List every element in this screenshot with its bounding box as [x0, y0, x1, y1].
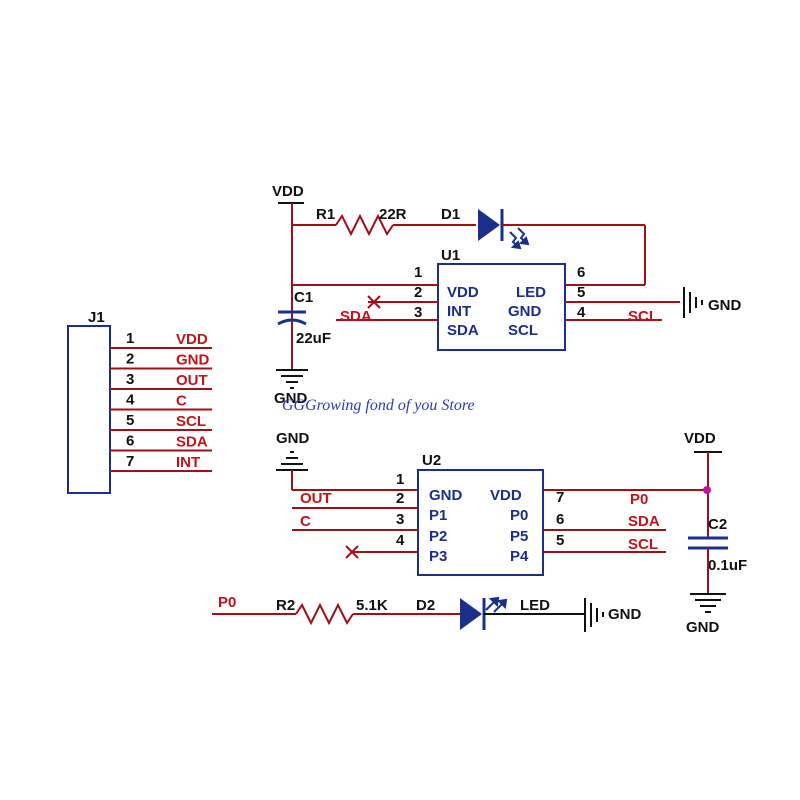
- d1-light-arrows-icon: [509, 227, 530, 250]
- r2-ref: R2: [276, 597, 295, 614]
- gnd-label-led: GND: [608, 606, 642, 623]
- ground-symbol-c2-icon: [690, 593, 726, 613]
- sda-net-right: SDA: [628, 513, 660, 530]
- u1-pin-vdd: VDD: [447, 284, 479, 301]
- u2-pin4-num: 4: [396, 532, 405, 549]
- j1-pin-number: 5: [126, 412, 134, 429]
- gnd-label-right: GND: [708, 297, 742, 314]
- scl-net-top: SCL: [628, 308, 658, 325]
- gnd-label-u2: GND: [276, 430, 310, 447]
- u1-pin4-num: 4: [577, 304, 586, 321]
- u2-pin-vdd: VDD: [490, 487, 522, 504]
- j1-pin-number: 7: [126, 453, 134, 470]
- resistor-r2: [295, 602, 354, 626]
- p0-net-led: P0: [218, 594, 236, 611]
- c1-value: 22uF: [296, 330, 331, 347]
- r1-ref: R1: [316, 206, 335, 223]
- d2-light-arrows-icon: [485, 596, 508, 613]
- d2-ref: D2: [416, 597, 435, 614]
- bottom-circuit: GND U2 GND P1 P2 P3 VDD P0 P5 P4 1 2 OUT…: [212, 430, 747, 636]
- j1-pin-rows: 1 VDD 2 GND 3 OUT 4 C 5 SCL 6 SDA 7 INT: [110, 330, 212, 472]
- u1-pin-scl: SCL: [508, 322, 538, 339]
- u2-pin3-num: 3: [396, 511, 404, 528]
- vdd-label-top: VDD: [272, 183, 304, 200]
- gnd-label-c1: GND: [274, 390, 308, 407]
- ground-symbol-c1-icon: [276, 369, 308, 389]
- r2-value: 5.1K: [356, 597, 388, 614]
- top-circuit: VDD R1 22R D1 U1 VDD INT SDA LED GND SCL: [272, 183, 742, 407]
- no-connect-p3-icon: [345, 545, 359, 559]
- c2-ref: C2: [708, 516, 727, 533]
- u1-pin-sda: SDA: [447, 322, 479, 339]
- j1-pin-net: C: [176, 393, 187, 410]
- u1-ref: U1: [441, 247, 460, 264]
- u1-pin-gnd: GND: [508, 303, 542, 320]
- u2-pin2-num: 2: [396, 490, 404, 507]
- r1-value: 22R: [379, 206, 407, 223]
- c2-value: 0.1uF: [708, 557, 747, 574]
- u2-pin5-num: 5: [556, 532, 564, 549]
- led-label: LED: [520, 597, 550, 614]
- store-watermark: GGGrowing fond of you Store: [282, 397, 475, 414]
- j1-pin-number: 2: [126, 351, 134, 368]
- j1-pin-number: 4: [126, 392, 135, 409]
- gnd-label-c2: GND: [686, 619, 720, 636]
- scl-net-right: SCL: [628, 536, 658, 553]
- c1-ref: C1: [294, 289, 313, 306]
- u1-pin3-num: 3: [414, 304, 422, 321]
- u1-pin1-num: 1: [414, 264, 422, 281]
- u2-pin-gnd: GND: [429, 487, 463, 504]
- j1-pin-net: VDD: [176, 331, 208, 348]
- connector-j1: J1: [67, 309, 111, 494]
- j1-pin-net: SDA: [176, 434, 208, 451]
- ground-symbol-right-icon: [683, 287, 703, 318]
- j1-pin-net: INT: [176, 454, 200, 471]
- junction-dot: [703, 486, 711, 494]
- d1-ref: D1: [441, 206, 460, 223]
- u2-pin-p3: P3: [429, 548, 447, 565]
- c1-plate-bottom: [277, 318, 307, 326]
- no-connect-int-icon: [367, 295, 381, 309]
- u1-pin-int: INT: [447, 303, 471, 320]
- u1-pin2-num: 2: [414, 284, 422, 301]
- u2-pin-p2: P2: [429, 528, 447, 545]
- resistor-r1: [335, 213, 394, 237]
- u1-pin5-num: 5: [577, 284, 585, 301]
- diode-d1: [478, 209, 500, 241]
- j1-pin-number: 3: [126, 371, 134, 388]
- u2-ref: U2: [422, 452, 441, 469]
- u2-pin-p4: P4: [510, 548, 529, 565]
- chip-u2: [417, 469, 544, 576]
- vdd-label-right: VDD: [684, 430, 716, 447]
- j1-pin-number: 6: [126, 433, 134, 450]
- j1-pin-net: GND: [176, 352, 210, 369]
- diode-d2: [460, 598, 482, 630]
- chip-u1: [437, 263, 566, 351]
- j1-body: [67, 325, 111, 494]
- out-net-u2: OUT: [300, 490, 332, 507]
- u2-pin-p1: P1: [429, 507, 447, 524]
- u1-pin-led: LED: [516, 284, 546, 301]
- j1-pin-net: OUT: [176, 372, 208, 389]
- u2-pin6-num: 6: [556, 511, 564, 528]
- u1-pin6-num: 6: [577, 264, 585, 281]
- j1-pin-number: 1: [126, 330, 134, 347]
- u2-pin-p0: P0: [510, 507, 528, 524]
- u2-pin-p5: P5: [510, 528, 528, 545]
- ground-symbol-u2-icon: [276, 451, 308, 471]
- u2-pin7-num: 7: [556, 489, 564, 506]
- j1-pin-net: SCL: [176, 413, 206, 430]
- p0-net-right: P0: [630, 491, 648, 508]
- ground-symbol-led-icon: [584, 598, 604, 632]
- u2-pin1-num: 1: [396, 471, 404, 488]
- sda-net-top: SDA: [340, 308, 372, 325]
- c-net-u2: C: [300, 513, 311, 530]
- j1-ref: J1: [88, 309, 105, 326]
